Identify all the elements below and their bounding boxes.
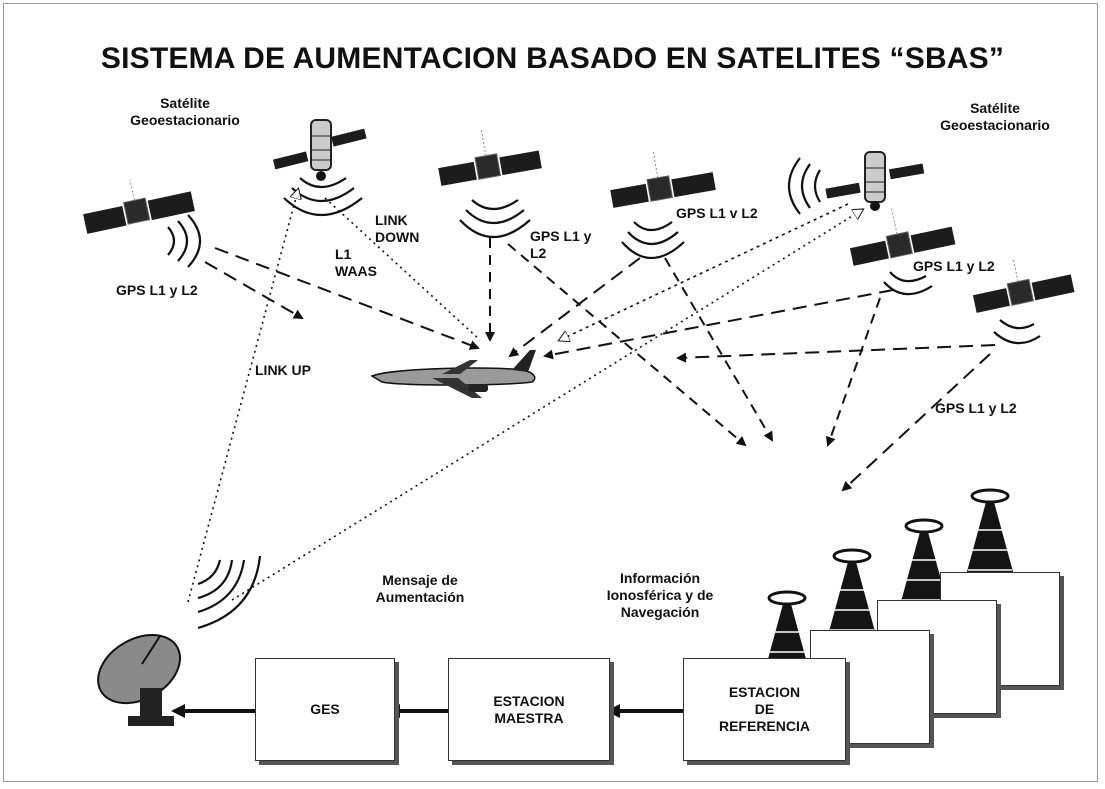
ges-box: GES (255, 658, 395, 761)
reference-tower-icon (896, 518, 952, 620)
reference-tower-icon (824, 548, 880, 650)
label-geostationary-right: Satélite Geoestacionario (940, 100, 1050, 133)
label-gps-right-low: GPS L1 y L2 (935, 400, 1017, 416)
geostationary-satellite-icon (825, 151, 925, 211)
label-gps-mid: GPS L1 y L2 (530, 228, 592, 261)
reference-tower-icon (962, 488, 1018, 590)
estacion-maestra-box: ESTACION MAESTRA (448, 658, 610, 761)
geostationary-satellite-icon (272, 119, 367, 181)
label-link-up: LINK UP (255, 362, 311, 378)
airplane-icon (370, 350, 536, 398)
label-l1-waas: L1 WAAS (335, 246, 377, 279)
label-geostationary-left: Satélite Geoestacionario (130, 95, 240, 128)
gps-satellite-icon (610, 152, 716, 208)
gps-satellite-icon (849, 208, 956, 266)
label-gps-left: GPS L1 y L2 (116, 282, 198, 298)
gps-signal-arrows (204, 203, 996, 492)
estacion-referencia-box: ESTACION DE REFERENCIA (683, 658, 846, 761)
label-gps-top-right: GPS L1 v L2 (676, 205, 758, 221)
satellite-dish-icon (97, 634, 182, 726)
diagram-frame (3, 3, 1098, 782)
diagram-title: SISTEMA DE AUMENTACION BASADO EN SATELIT… (100, 42, 1005, 75)
radio-waves-icon (167, 157, 1041, 630)
label-gps-right-mid: GPS L1 y L2 (913, 258, 995, 274)
gps-satellite-icon (83, 179, 195, 234)
label-mensaje-aumentacion: Mensaje de Aumentación (375, 572, 465, 605)
label-informacion-ionosferica: Información Ionosférica y de Navegación (606, 570, 714, 620)
link-arrows (187, 190, 862, 603)
label-link-down: LINK DOWN (375, 212, 420, 245)
gps-satellite-icon (972, 257, 1075, 313)
gps-satellite-icon (438, 130, 542, 186)
